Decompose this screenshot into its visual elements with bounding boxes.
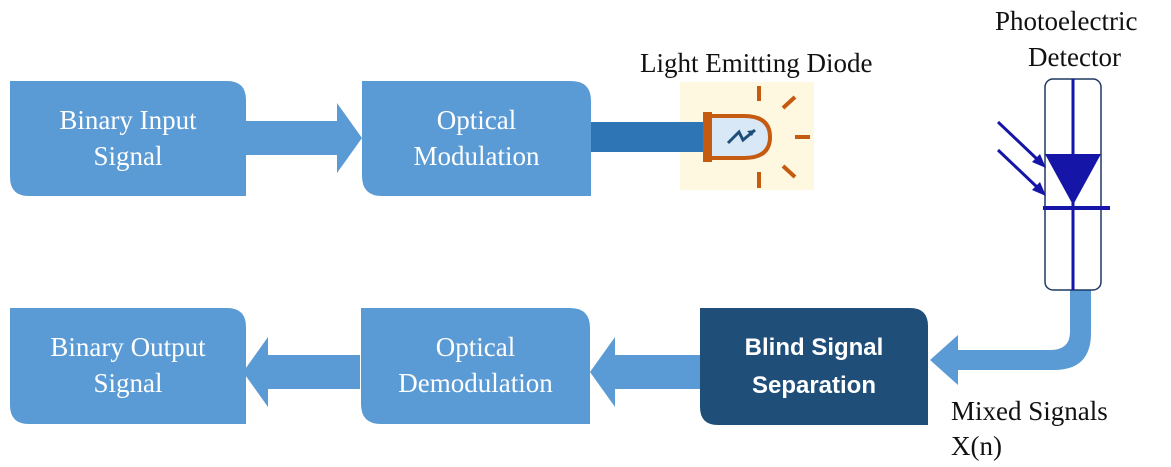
binary-input-block <box>10 81 246 196</box>
arrow-demodulation-to-output <box>243 337 360 407</box>
photodiode-icon <box>1043 78 1110 291</box>
led-caption: Light Emitting Diode <box>640 48 873 78</box>
detector-caption-line1: Photoelectric <box>995 6 1138 36</box>
arrow-detector-to-separation <box>930 290 1091 385</box>
light-emitting-diode-icon <box>703 86 810 188</box>
incoming-light-arrows-icon <box>996 120 1046 196</box>
mixed-signals-caption-line1: Mixed Signals <box>951 396 1108 426</box>
optical-demodulation-block <box>361 308 590 424</box>
optical-modulation-block <box>362 81 591 196</box>
blind-signal-separation-block <box>700 308 928 425</box>
arrow-input-to-modulation <box>245 103 362 173</box>
arrow-separation-to-demodulation <box>590 337 700 407</box>
binary-output-block <box>10 308 246 424</box>
fiber-link-to-led <box>590 122 715 152</box>
mixed-signals-caption-line2: X(n) <box>951 431 1002 461</box>
detector-caption-line2: Detector <box>1028 42 1121 72</box>
